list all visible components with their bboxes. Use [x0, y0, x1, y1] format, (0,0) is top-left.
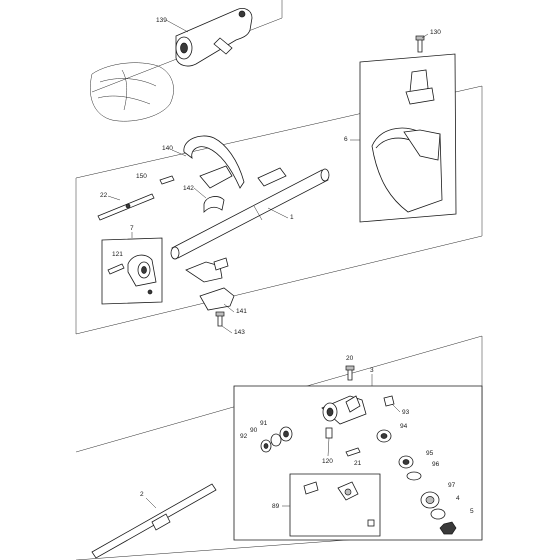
gear-box-89 — [289, 473, 381, 537]
callout-20: 20 — [346, 355, 354, 362]
callout-97: 97 — [448, 482, 456, 489]
callout-95: 95 — [426, 450, 434, 457]
callout-22: 22 — [100, 192, 108, 199]
handle-grip-part — [175, 8, 253, 67]
shaft-22 — [97, 193, 155, 221]
drive-shaft-2 — [91, 483, 217, 559]
callout-141: 141 — [236, 308, 247, 315]
callout-89: 89 — [272, 503, 280, 510]
callout-3: 3 — [370, 367, 374, 374]
bearing-94 — [376, 429, 392, 443]
pin-150 — [159, 175, 175, 185]
bolt-130 — [415, 35, 425, 53]
callout-96: 96 — [432, 461, 440, 468]
clamp-assembly-box — [101, 237, 163, 305]
callout-93: 93 — [402, 409, 410, 416]
bolt-20 — [345, 365, 355, 381]
callout-143: 143 — [234, 329, 245, 336]
callout-139: 139 — [156, 17, 167, 24]
callout-21: 21 — [354, 460, 362, 467]
nut-5 — [439, 521, 457, 535]
callout-142: 142 — [183, 185, 194, 192]
bolt-21 — [345, 447, 361, 457]
callout-2: 2 — [140, 491, 144, 498]
callout-130: 130 — [430, 29, 441, 36]
loop-handle-part — [183, 135, 245, 189]
holder-97 — [420, 491, 440, 509]
callout-7: 7 — [130, 225, 134, 232]
guard-assembly-box — [359, 53, 457, 223]
callout-91: 91 — [260, 420, 268, 427]
callout-121: 121 — [112, 251, 123, 258]
engine-housing-drawing — [90, 62, 174, 122]
upper-frame — [75, 0, 483, 335]
bearing-95 — [398, 455, 414, 469]
washer-4 — [430, 508, 446, 520]
seal-91-90-92 — [260, 426, 293, 453]
pin-120 — [325, 427, 333, 439]
callout-1: 1 — [290, 214, 294, 221]
callout-94: 94 — [400, 423, 408, 430]
callout-4: 4 — [456, 495, 460, 502]
clamp-142 — [203, 196, 225, 213]
callout-6: 6 — [344, 136, 348, 143]
callout-140: 140 — [162, 145, 173, 152]
callout-150: 150 — [136, 173, 147, 180]
main-shaft-tube — [170, 167, 330, 260]
washer-96 — [406, 471, 422, 481]
bolt-93 — [383, 395, 395, 407]
callout-5: 5 — [470, 508, 474, 515]
callout-90: 90 — [250, 427, 258, 434]
callout-120: 120 — [322, 458, 333, 465]
callout-92: 92 — [240, 433, 248, 440]
bolt-143 — [215, 311, 225, 327]
bracket-141 — [185, 257, 235, 311]
